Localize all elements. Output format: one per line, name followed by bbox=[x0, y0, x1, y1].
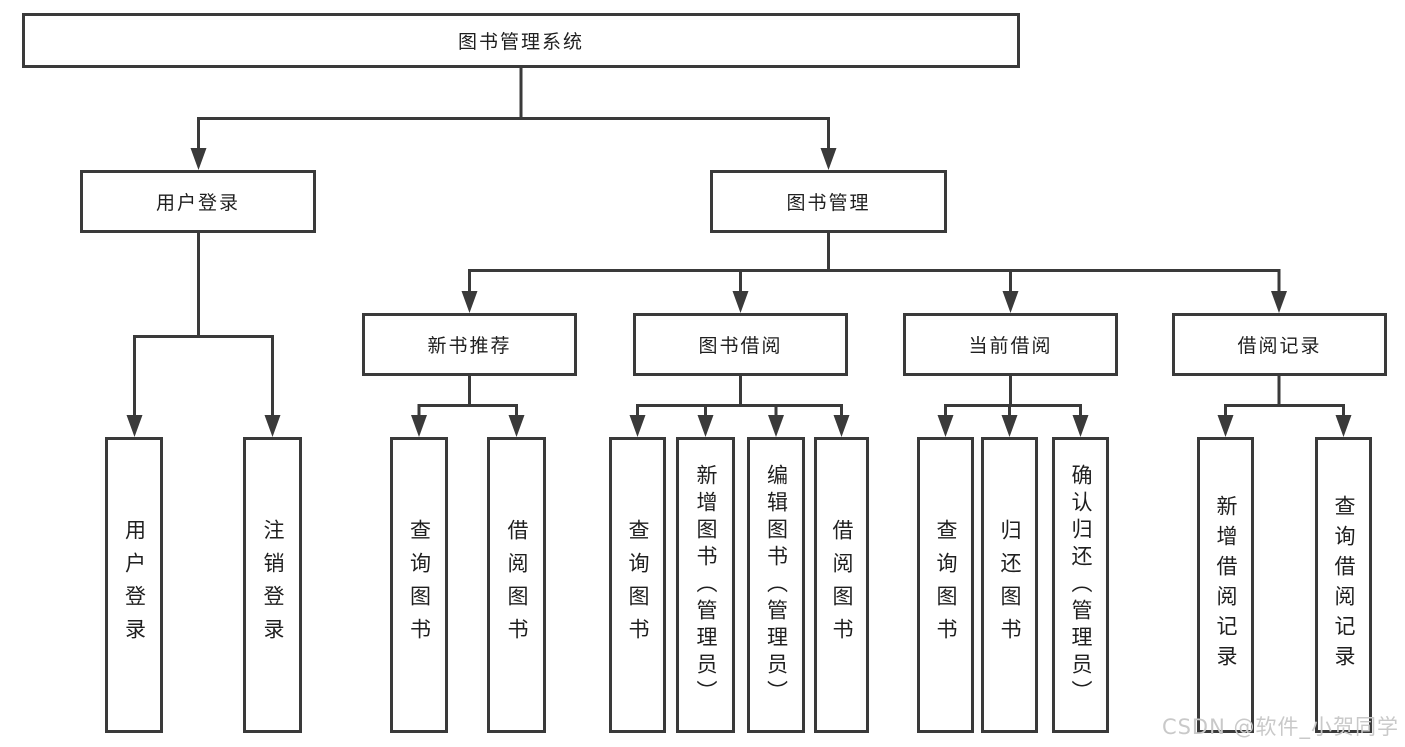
node-user-login-branch-label: 用户登录 bbox=[155, 192, 240, 214]
leaf-cb-return-book-label: 归还图书 bbox=[998, 519, 1022, 651]
leaf-cb-confirm-return-admin: 确认归还（管理员） bbox=[1052, 437, 1109, 733]
leaf-nbr-query-book: 查询图书 bbox=[390, 437, 448, 733]
node-user-login-branch: 用户登录 bbox=[80, 170, 316, 233]
leaf-cb-query-book-label: 查询图书 bbox=[934, 519, 958, 651]
leaf-logout-label: 注销登录 bbox=[261, 519, 285, 651]
csdn-watermark: CSDN @软件_小贺同学 bbox=[1161, 715, 1399, 739]
node-root: 图书管理系统 bbox=[22, 13, 1020, 68]
node-current-borrow: 当前借阅 bbox=[903, 313, 1118, 376]
node-book-management-branch: 图书管理 bbox=[710, 170, 947, 233]
node-book-management-branch-label: 图书管理 bbox=[786, 192, 871, 214]
leaf-nbr-borrow-book: 借阅图书 bbox=[487, 437, 546, 733]
leaf-cb-confirm-return-admin-label: 确认归还（管理员） bbox=[1069, 463, 1093, 707]
leaf-bb-add-book-admin: 新增图书（管理员） bbox=[676, 437, 735, 733]
leaf-br-add-record: 新增借阅记录 bbox=[1197, 437, 1254, 733]
node-current-borrow-label: 当前借阅 bbox=[968, 335, 1053, 357]
leaf-user-login: 用户登录 bbox=[105, 437, 163, 733]
leaf-bb-query-book: 查询图书 bbox=[609, 437, 666, 733]
node-root-label: 图书管理系统 bbox=[457, 31, 584, 53]
leaf-bb-edit-book-admin: 编辑图书（管理员） bbox=[747, 437, 805, 733]
leaf-bb-query-book-label: 查询图书 bbox=[626, 519, 650, 651]
node-new-book-recommend: 新书推荐 bbox=[362, 313, 577, 376]
leaf-logout: 注销登录 bbox=[243, 437, 302, 733]
leaf-nbr-borrow-book-label: 借阅图书 bbox=[505, 519, 529, 651]
leaf-bb-borrow-book: 借阅图书 bbox=[814, 437, 869, 733]
leaf-bb-add-book-admin-label: 新增图书（管理员） bbox=[694, 463, 718, 707]
leaf-br-query-record: 查询借阅记录 bbox=[1315, 437, 1372, 733]
leaf-bb-borrow-book-label: 借阅图书 bbox=[830, 519, 854, 651]
leaf-cb-query-book: 查询图书 bbox=[917, 437, 974, 733]
node-book-borrow-label: 图书借阅 bbox=[698, 335, 783, 357]
leaf-br-query-record-label: 查询借阅记录 bbox=[1332, 495, 1356, 675]
node-book-borrow: 图书借阅 bbox=[633, 313, 848, 376]
leaf-user-login-label: 用户登录 bbox=[122, 519, 147, 651]
leaf-bb-edit-book-admin-label: 编辑图书（管理员） bbox=[764, 463, 789, 707]
node-new-book-recommend-label: 新书推荐 bbox=[427, 335, 512, 357]
node-borrow-record: 借阅记录 bbox=[1172, 313, 1387, 376]
leaf-cb-return-book: 归还图书 bbox=[981, 437, 1038, 733]
leaf-br-add-record-label: 新增借阅记录 bbox=[1214, 495, 1238, 675]
leaf-nbr-query-book-label: 查询图书 bbox=[407, 519, 432, 651]
node-borrow-record-label: 借阅记录 bbox=[1237, 335, 1322, 357]
